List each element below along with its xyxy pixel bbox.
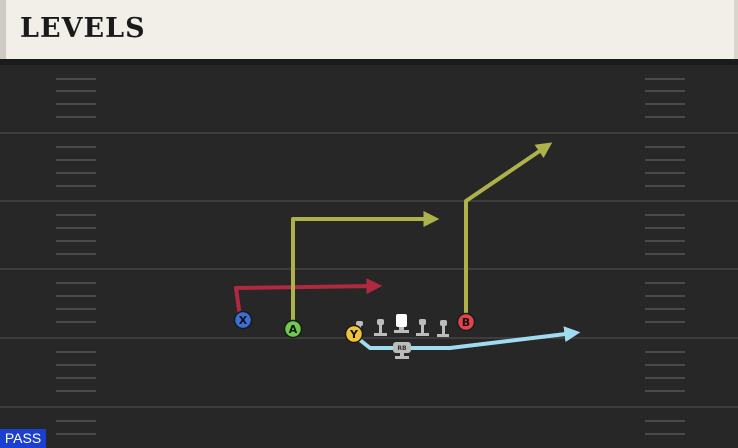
blocker-figure-icon (437, 320, 449, 337)
player-b[interactable]: B (456, 312, 476, 332)
play-title-bar: LEVELS (0, 0, 738, 59)
blocker-figure-icon (394, 314, 409, 333)
running-back: RB (393, 342, 411, 359)
yard-lines (0, 132, 738, 408)
hash-marks-left (56, 78, 96, 435)
blocker-figure-icon (393, 342, 411, 353)
circle-player-icon (283, 319, 303, 339)
rb-label: RB (397, 345, 407, 352)
circle-player-icon (233, 310, 253, 330)
route-x (234, 278, 383, 318)
player-x-label: X (239, 314, 248, 327)
player-a-label: A (289, 323, 298, 336)
circle-player-icon (456, 312, 476, 332)
player-y-label: Y (349, 328, 359, 341)
blocker-figure-icon (416, 319, 429, 336)
play-type-badge: PASS (0, 429, 46, 448)
title-accent (0, 0, 6, 59)
route-b (464, 142, 553, 318)
circle-player-icon (344, 324, 364, 344)
offensive-line (352, 314, 449, 337)
route-y (358, 326, 581, 350)
play-title: LEVELS (20, 13, 146, 44)
player-b-label: B (462, 316, 470, 329)
hash-marks-right (645, 78, 685, 435)
title-shadow (0, 59, 738, 65)
player-y[interactable]: Y (344, 324, 364, 344)
route-a (291, 211, 440, 324)
blocker-figure-icon (374, 319, 387, 336)
player-a[interactable]: A (283, 319, 303, 339)
player-x[interactable]: X (233, 310, 253, 330)
